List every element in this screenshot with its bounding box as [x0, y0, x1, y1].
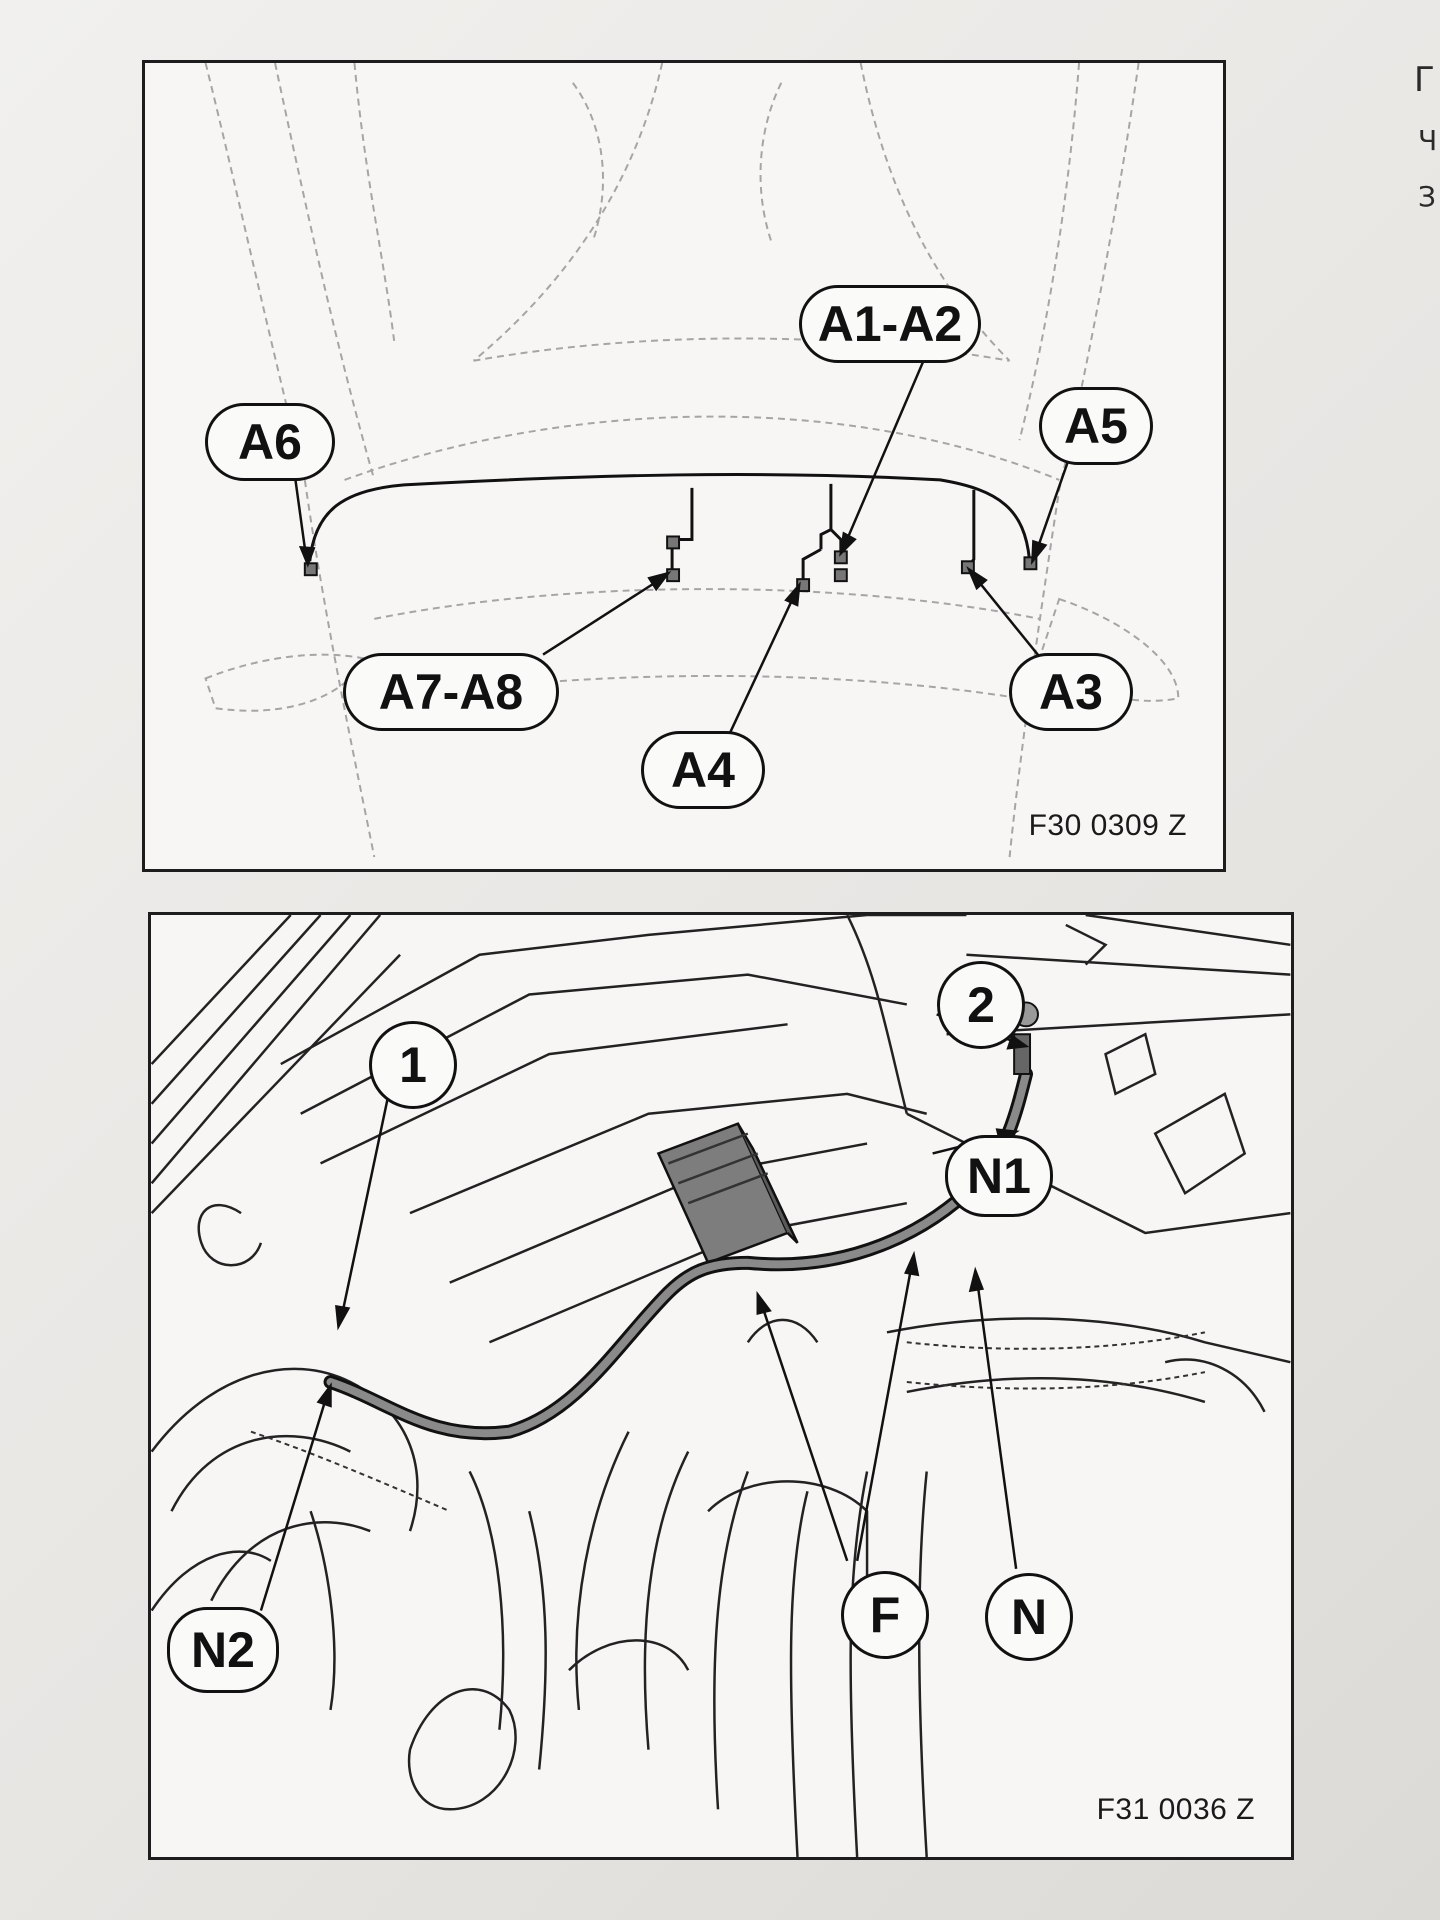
connector-a4 — [796, 578, 811, 593]
figure-top-drawing — [204, 63, 1180, 858]
callout-n1: N1 — [945, 1135, 1053, 1217]
callout-a4: A4 — [641, 731, 765, 809]
callout-a5: A5 — [1039, 387, 1153, 465]
corrugated-hoses — [250, 1331, 1206, 1513]
connector-a7 — [666, 535, 681, 550]
margin-fragment-1: Г — [1414, 60, 1435, 100]
figure-bottom-panel: 1 2 N1 N2 F N F31 0036 Z — [148, 912, 1294, 1860]
engine-outlines — [151, 915, 1291, 1857]
fuse-holder — [656, 1122, 799, 1265]
margin-fragment-2: Ч — [1418, 124, 1438, 157]
figure-bottom-id: F31 0036 Z — [1096, 1793, 1255, 1826]
connector-a6 — [303, 562, 318, 577]
callout-a6: A6 — [205, 403, 335, 481]
callout-a1-a2: A1-A2 — [799, 285, 981, 363]
connector-a2 — [833, 568, 848, 583]
callout-1: 1 — [369, 1021, 457, 1109]
wiring-harness — [308, 472, 1031, 580]
callout-2: 2 — [937, 961, 1025, 1049]
connector-a5 — [1023, 556, 1038, 571]
figure-top-id: F30 0309 Z — [1028, 809, 1187, 842]
callout-a7-a8: A7-A8 — [343, 653, 559, 731]
callout-f: F — [841, 1571, 929, 1659]
figure-top-panel: A1-A2 A5 A6 A7-A8 A4 A3 F30 0309 Z — [142, 60, 1226, 872]
callout-a3: A3 — [1009, 653, 1133, 731]
callout-n: N — [985, 1573, 1073, 1661]
connector-a8 — [666, 568, 681, 583]
leader-lines — [293, 356, 1071, 741]
figure-bottom-drawing — [151, 915, 1291, 1857]
callout-n2: N2 — [167, 1607, 279, 1693]
margin-fragment-3: З — [1418, 180, 1436, 213]
